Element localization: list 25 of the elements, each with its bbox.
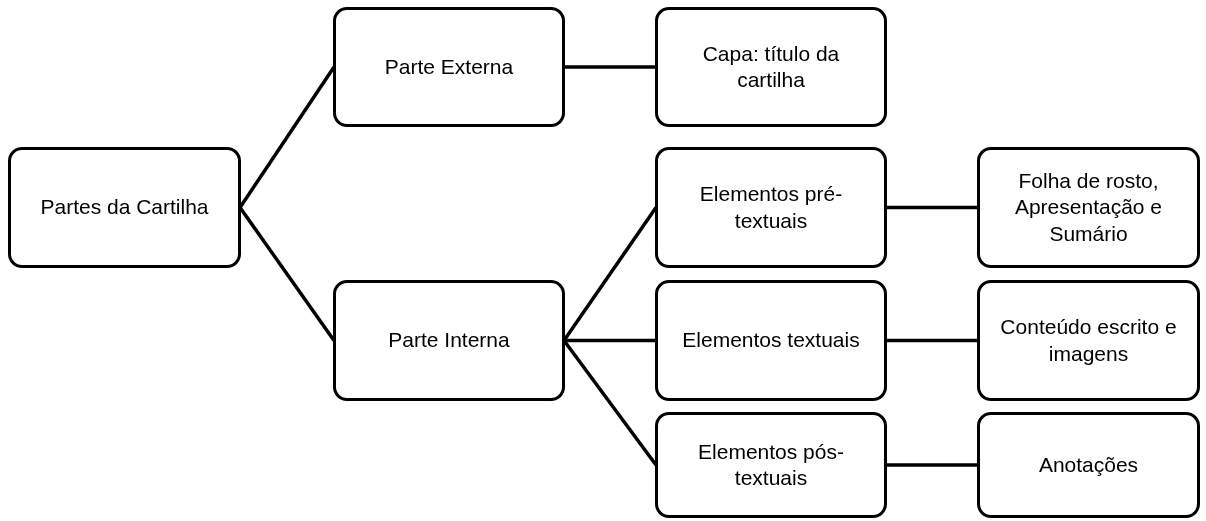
rounded-box [977,412,1200,518]
connector-line [564,338,656,343]
rounded-box [977,280,1200,401]
box-label: Parte Externa [384,53,514,80]
box-label: Parte Interna [388,327,510,354]
connector-line [886,463,978,467]
box-label: Elementos pré-textuais [698,181,844,234]
box-label: Partes da Cartilha [40,194,209,221]
rounded-box [655,147,887,268]
box-label: Capa: título da cartilha [701,40,841,93]
rounded-box [8,147,241,268]
box-label: Folha de rosto, Apresentação e Sumário [1013,168,1164,247]
box-label: Elementos pós-textuais [697,438,845,491]
rounded-box [333,280,565,401]
rounded-box [333,7,565,127]
connector-line [886,205,978,210]
connector-line [564,65,656,69]
box-label: Conteúdo escrito e imagens [999,314,1178,367]
box-label: Elementos textuais [682,327,860,354]
rounded-box [655,7,887,127]
connector-line [886,338,978,343]
rounded-box [977,147,1200,268]
rounded-box [655,280,887,401]
rounded-box [655,412,887,518]
box-label: Anotações [1038,451,1139,478]
